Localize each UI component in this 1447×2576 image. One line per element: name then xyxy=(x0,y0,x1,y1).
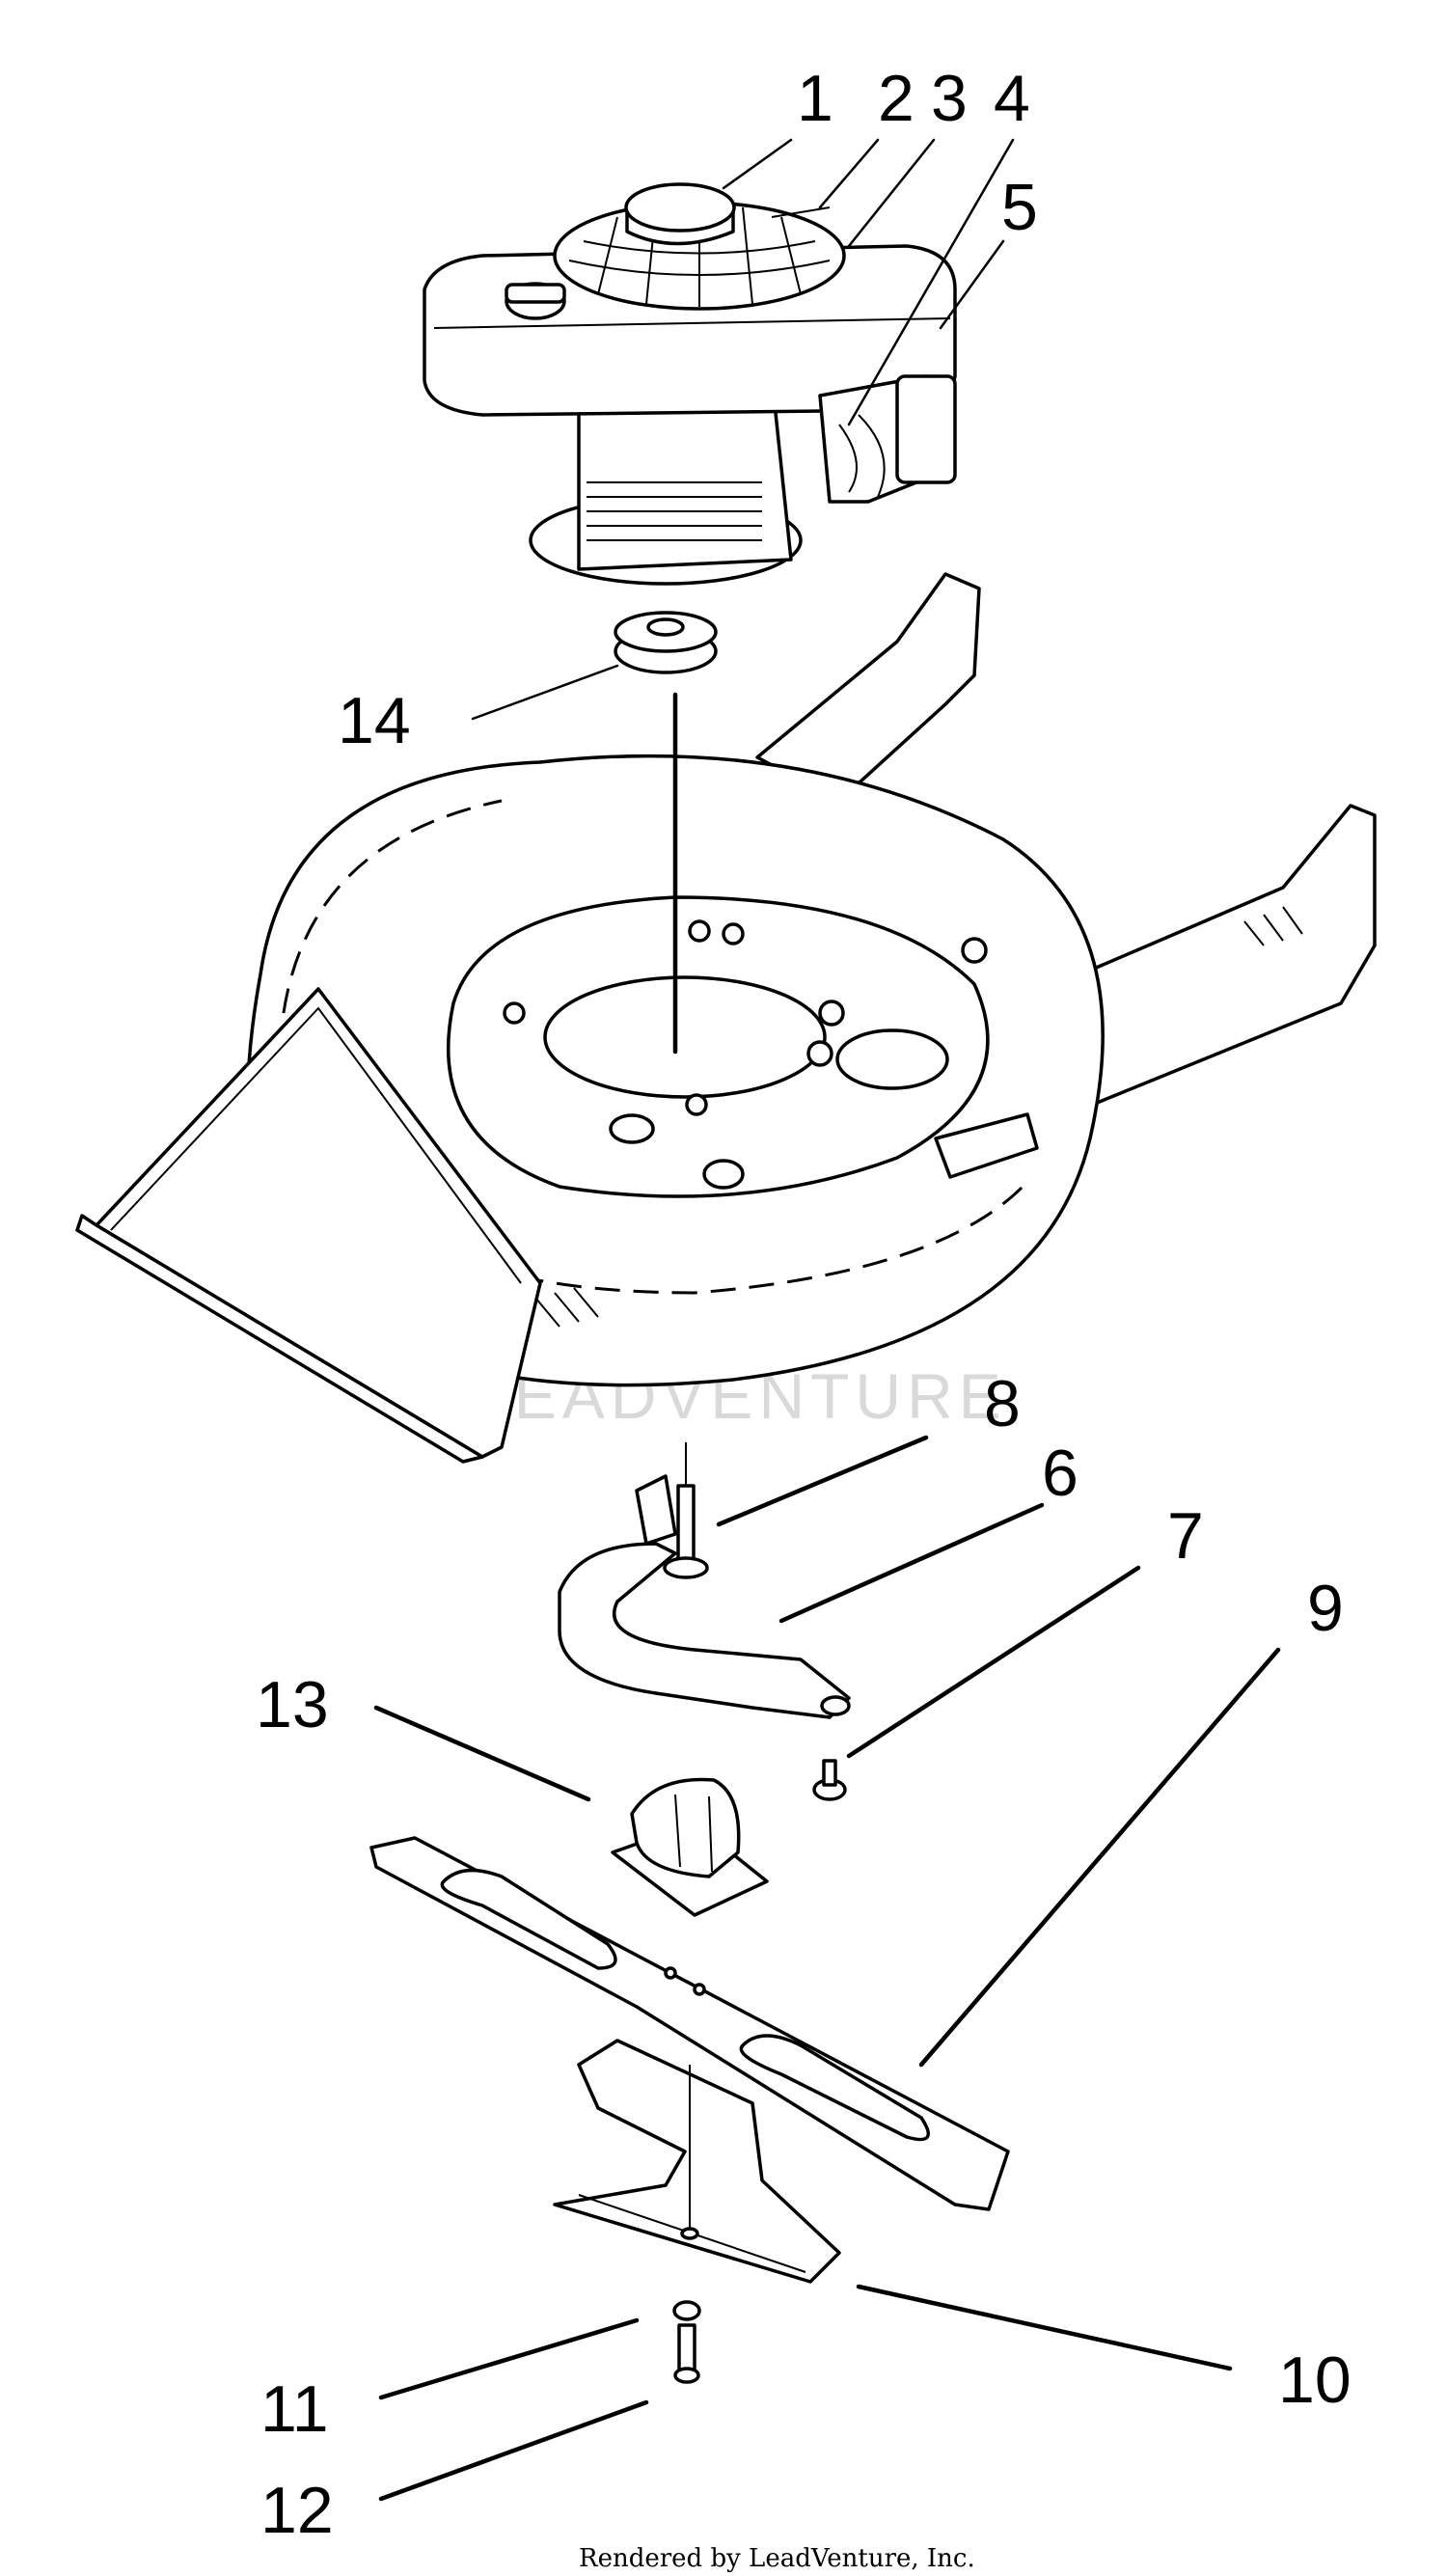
blade-adapter-13 xyxy=(611,1777,769,1917)
callout-12: 12 xyxy=(260,2474,334,2547)
callout-6: 6 xyxy=(1042,1437,1078,1510)
callout-10: 10 xyxy=(1278,2343,1351,2417)
blade-brake-assembly xyxy=(558,1442,851,1719)
callout-9: 9 xyxy=(1307,1572,1344,1645)
callout-5: 5 xyxy=(1001,171,1038,244)
leader-lines xyxy=(373,138,1281,2502)
callout-11: 11 xyxy=(260,2372,329,2446)
callout-3: 3 xyxy=(931,62,968,135)
callout-8: 8 xyxy=(984,1367,1021,1440)
blade-10 xyxy=(553,2039,841,2284)
callout-13: 13 xyxy=(256,1668,329,1741)
callout-2: 2 xyxy=(878,62,915,135)
footer-credit: Rendered by LeadVenture, Inc. xyxy=(579,2544,975,2573)
bolt-and-washer xyxy=(672,2300,701,2384)
callout-4: 4 xyxy=(994,62,1030,135)
blade-9 xyxy=(369,1836,1010,2211)
engine-assembly xyxy=(423,182,957,674)
mower-deck xyxy=(75,572,1377,1464)
callout-7: 7 xyxy=(1167,1499,1204,1573)
callout-labels: 1 2 3 4 5 14 8 6 7 9 13 10 11 12 xyxy=(256,62,1351,2547)
callout-14: 14 xyxy=(338,684,411,757)
screw-7 xyxy=(812,1759,847,1801)
callout-1: 1 xyxy=(797,62,833,135)
